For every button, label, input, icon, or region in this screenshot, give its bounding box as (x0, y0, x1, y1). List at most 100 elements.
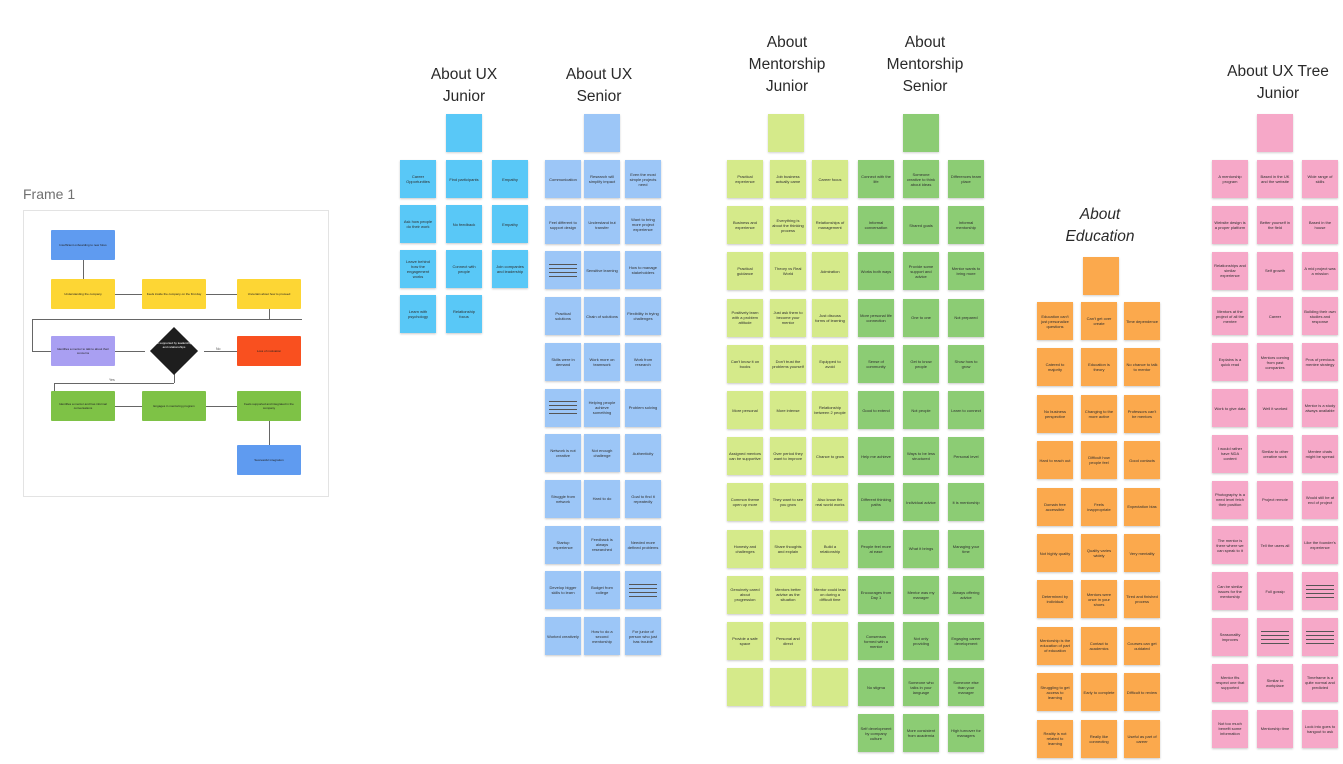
mentorship-junior-sticky-note[interactable]: Build a relationship (812, 529, 848, 568)
education-sticky-note[interactable]: Mentors were once in your shoes (1081, 580, 1117, 619)
mentorship-junior-sticky-note[interactable]: More personal (727, 391, 763, 429)
flowchart-node[interactable]: Identifies a mentor to talk to about the… (51, 336, 115, 366)
mentorship-senior-sticky-note[interactable]: No stigma (858, 668, 894, 707)
mentorship-junior-sticky-note[interactable]: Relationships of management (812, 206, 848, 245)
mentorship-junior-sticky-note[interactable]: Career focus (812, 160, 848, 198)
education-sticky-note[interactable]: Domain free accessible (1037, 487, 1073, 526)
flowchart-node[interactable]: Loss of motivation (237, 336, 301, 366)
ux-senior-sticky-note[interactable]: How to manage stakeholders (625, 251, 661, 290)
ux-tree-junior-sticky-note[interactable]: Tell the users all (1257, 526, 1293, 565)
mentorship-junior-sticky-note[interactable] (727, 668, 763, 707)
ux-tree-junior-sticky-note[interactable]: Work to give data (1212, 389, 1248, 427)
mentorship-junior-sticky-note[interactable]: Over period they want to improve (770, 437, 806, 476)
mentorship-senior-sticky-note[interactable]: Mentor wants to bring more (948, 252, 984, 291)
mentorship-junior-sticky-note[interactable] (812, 622, 848, 660)
ux-senior-sticky-note[interactable] (545, 251, 581, 290)
ux-tree-junior-sticky-note[interactable] (1302, 618, 1338, 656)
ux-junior-sticky-note[interactable]: Empathy (492, 160, 528, 198)
ux-tree-junior-sticky-note[interactable]: Explains is a quick read (1212, 343, 1248, 382)
education-sticky-note[interactable]: Contact to academics (1081, 626, 1117, 665)
education-sticky-note[interactable]: Useful as part of career (1124, 719, 1160, 758)
ux-tree-junior-sticky-note[interactable] (1302, 572, 1338, 611)
education-sticky-note[interactable]: Catered to majority (1037, 348, 1073, 387)
ux-senior-sticky-note[interactable] (545, 388, 581, 427)
mentorship-senior-sticky-note[interactable]: Not prepared (948, 298, 984, 337)
education-sticky-note[interactable]: Early to complete (1081, 673, 1117, 712)
mentorship-junior-sticky-note[interactable]: More intense (770, 391, 806, 429)
mentorship-senior-sticky-note[interactable]: Good to extend (858, 391, 894, 429)
mentorship-senior-header-sticky[interactable] (903, 114, 939, 152)
mentorship-senior-sticky-note[interactable]: Provide some support and advice (903, 252, 939, 291)
mentorship-junior-sticky-note[interactable]: Job business actually came (770, 160, 806, 198)
ux-senior-sticky-note[interactable]: Authenticity (625, 434, 661, 473)
education-header-sticky[interactable] (1083, 257, 1119, 295)
education-sticky-note[interactable]: Education can't just personalize questio… (1037, 302, 1073, 340)
flowchart-node[interactable]: Uncertain about how to proceed (237, 279, 301, 309)
ux-junior-sticky-note[interactable]: Learn with psychology (400, 295, 436, 333)
ux-senior-sticky-note[interactable]: Helping people achieve something (584, 388, 620, 427)
mentorship-senior-sticky-note[interactable]: More consistent from academia (903, 714, 939, 753)
ux-tree-junior-sticky-note[interactable]: A mentorship program (1212, 160, 1248, 198)
mentorship-senior-sticky-note[interactable]: Someone else than your manager (948, 668, 984, 707)
mentorship-senior-sticky-note[interactable]: Not only providing (903, 622, 939, 660)
flowchart-node[interactable]: Feels supported and integrated in the co… (237, 391, 301, 421)
ux-senior-sticky-note[interactable]: Goal to find it repeatedly (625, 479, 661, 518)
education-sticky-note[interactable]: Tired and finished process (1124, 580, 1160, 619)
mentorship-senior-sticky-note[interactable]: Engaging career development (948, 622, 984, 660)
education-sticky-note[interactable]: Expectation bias (1124, 487, 1160, 526)
ux-senior-sticky-note[interactable]: Startup experience (545, 525, 581, 564)
education-sticky-note[interactable]: Determined by individual (1037, 580, 1073, 619)
mentorship-senior-sticky-note[interactable]: Learn to connect (948, 391, 984, 429)
mentorship-junior-sticky-note[interactable]: Practical experience (727, 160, 763, 198)
ux-junior-sticky-note[interactable]: Leave behind how the engagement works (400, 250, 436, 288)
ux-tree-junior-sticky-note[interactable]: Wide range of skills (1302, 160, 1338, 198)
ux-tree-junior-sticky-note[interactable]: The mentor is there where we can speak t… (1212, 526, 1248, 565)
education-sticky-note[interactable]: Courses can get outdated (1124, 626, 1160, 665)
flowchart-node[interactable]: Successful integration (237, 445, 301, 475)
ux-tree-junior-header-sticky[interactable] (1257, 114, 1293, 152)
education-sticky-note[interactable]: Struggling to get access to learning (1037, 673, 1073, 712)
flowchart-node[interactable]: Feels inside the company on the first da… (142, 279, 206, 309)
ux-junior-sticky-note[interactable]: Connect with people (446, 250, 482, 288)
mentorship-junior-sticky-note[interactable] (770, 668, 806, 707)
mentorship-senior-sticky-note[interactable]: Encourages from Day 1 (858, 575, 894, 614)
ux-senior-sticky-note[interactable]: Feel different to support design (545, 205, 581, 244)
flowchart-node[interactable]: Understanding the company (51, 279, 115, 309)
ux-junior-sticky-note[interactable]: Join companies and leadership (492, 250, 528, 288)
ux-senior-sticky-note[interactable]: How to do a second mentorship (584, 617, 620, 655)
ux-senior-sticky-note[interactable]: Work from research (625, 342, 661, 381)
mentorship-senior-sticky-note[interactable]: People feel more at ease (858, 529, 894, 568)
mentorship-junior-sticky-note[interactable]: Admiration (812, 252, 848, 291)
ux-tree-junior-sticky-note[interactable]: Mentorship time (1257, 709, 1293, 748)
ux-senior-sticky-note[interactable]: Network is not creative (545, 434, 581, 473)
ux-tree-junior-sticky-note[interactable]: Well it worked (1257, 389, 1293, 427)
ux-tree-junior-sticky-note[interactable]: Mentor fits respect one that supported (1212, 663, 1248, 702)
mentorship-senior-sticky-note[interactable]: Managing your time (948, 529, 984, 568)
ux-senior-sticky-note[interactable] (625, 571, 661, 610)
mentorship-junior-sticky-note[interactable]: Just ask them to become your mentor (770, 298, 806, 337)
mentorship-junior-sticky-note[interactable]: Just discuss forms of learning (812, 298, 848, 337)
ux-tree-junior-sticky-note[interactable]: Mentee chats might be spread (1302, 434, 1338, 473)
education-sticky-note[interactable]: Difficult how people feel (1081, 441, 1117, 480)
ux-tree-junior-sticky-note[interactable]: Look into goes to hangout to ask (1302, 709, 1338, 748)
ux-tree-junior-sticky-note[interactable]: Mentor is a study always available (1302, 389, 1338, 427)
ux-tree-junior-sticky-note[interactable]: Mentors at the project of all the mentee (1212, 297, 1248, 336)
mentorship-senior-sticky-note[interactable]: Show how to grow (948, 344, 984, 383)
mentorship-senior-sticky-note[interactable]: One to one (903, 298, 939, 337)
mentorship-junior-sticky-note[interactable]: Common theme open up more (727, 483, 763, 522)
mentorship-senior-sticky-note[interactable]: Get to know people (903, 344, 939, 383)
mentorship-junior-sticky-note[interactable] (812, 668, 848, 707)
ux-junior-sticky-note[interactable]: No feedback (446, 205, 482, 243)
education-sticky-note[interactable]: Can't get over create (1081, 302, 1117, 340)
education-sticky-note[interactable]: No chance to talk to mentor (1124, 348, 1160, 387)
mentorship-senior-sticky-note[interactable]: Always offering advice (948, 575, 984, 614)
mentorship-junior-sticky-note[interactable]: Positively learn with a problem attitude (727, 298, 763, 337)
education-sticky-note[interactable]: Education is theory (1081, 348, 1117, 387)
mentorship-junior-sticky-note[interactable]: Honesty and challenges (727, 529, 763, 568)
ux-senior-header-sticky[interactable] (584, 114, 620, 152)
mentorship-junior-sticky-note[interactable]: They want to see you grow (770, 483, 806, 522)
ux-tree-junior-sticky-note[interactable]: Relationships and similar experience (1212, 251, 1248, 290)
ux-tree-junior-sticky-note[interactable]: Not too much benefit some information (1212, 709, 1248, 748)
ux-senior-sticky-note[interactable]: Research will simplify impact (584, 160, 620, 198)
mentorship-junior-sticky-note[interactable]: Mentors better advise as the situation (770, 575, 806, 614)
